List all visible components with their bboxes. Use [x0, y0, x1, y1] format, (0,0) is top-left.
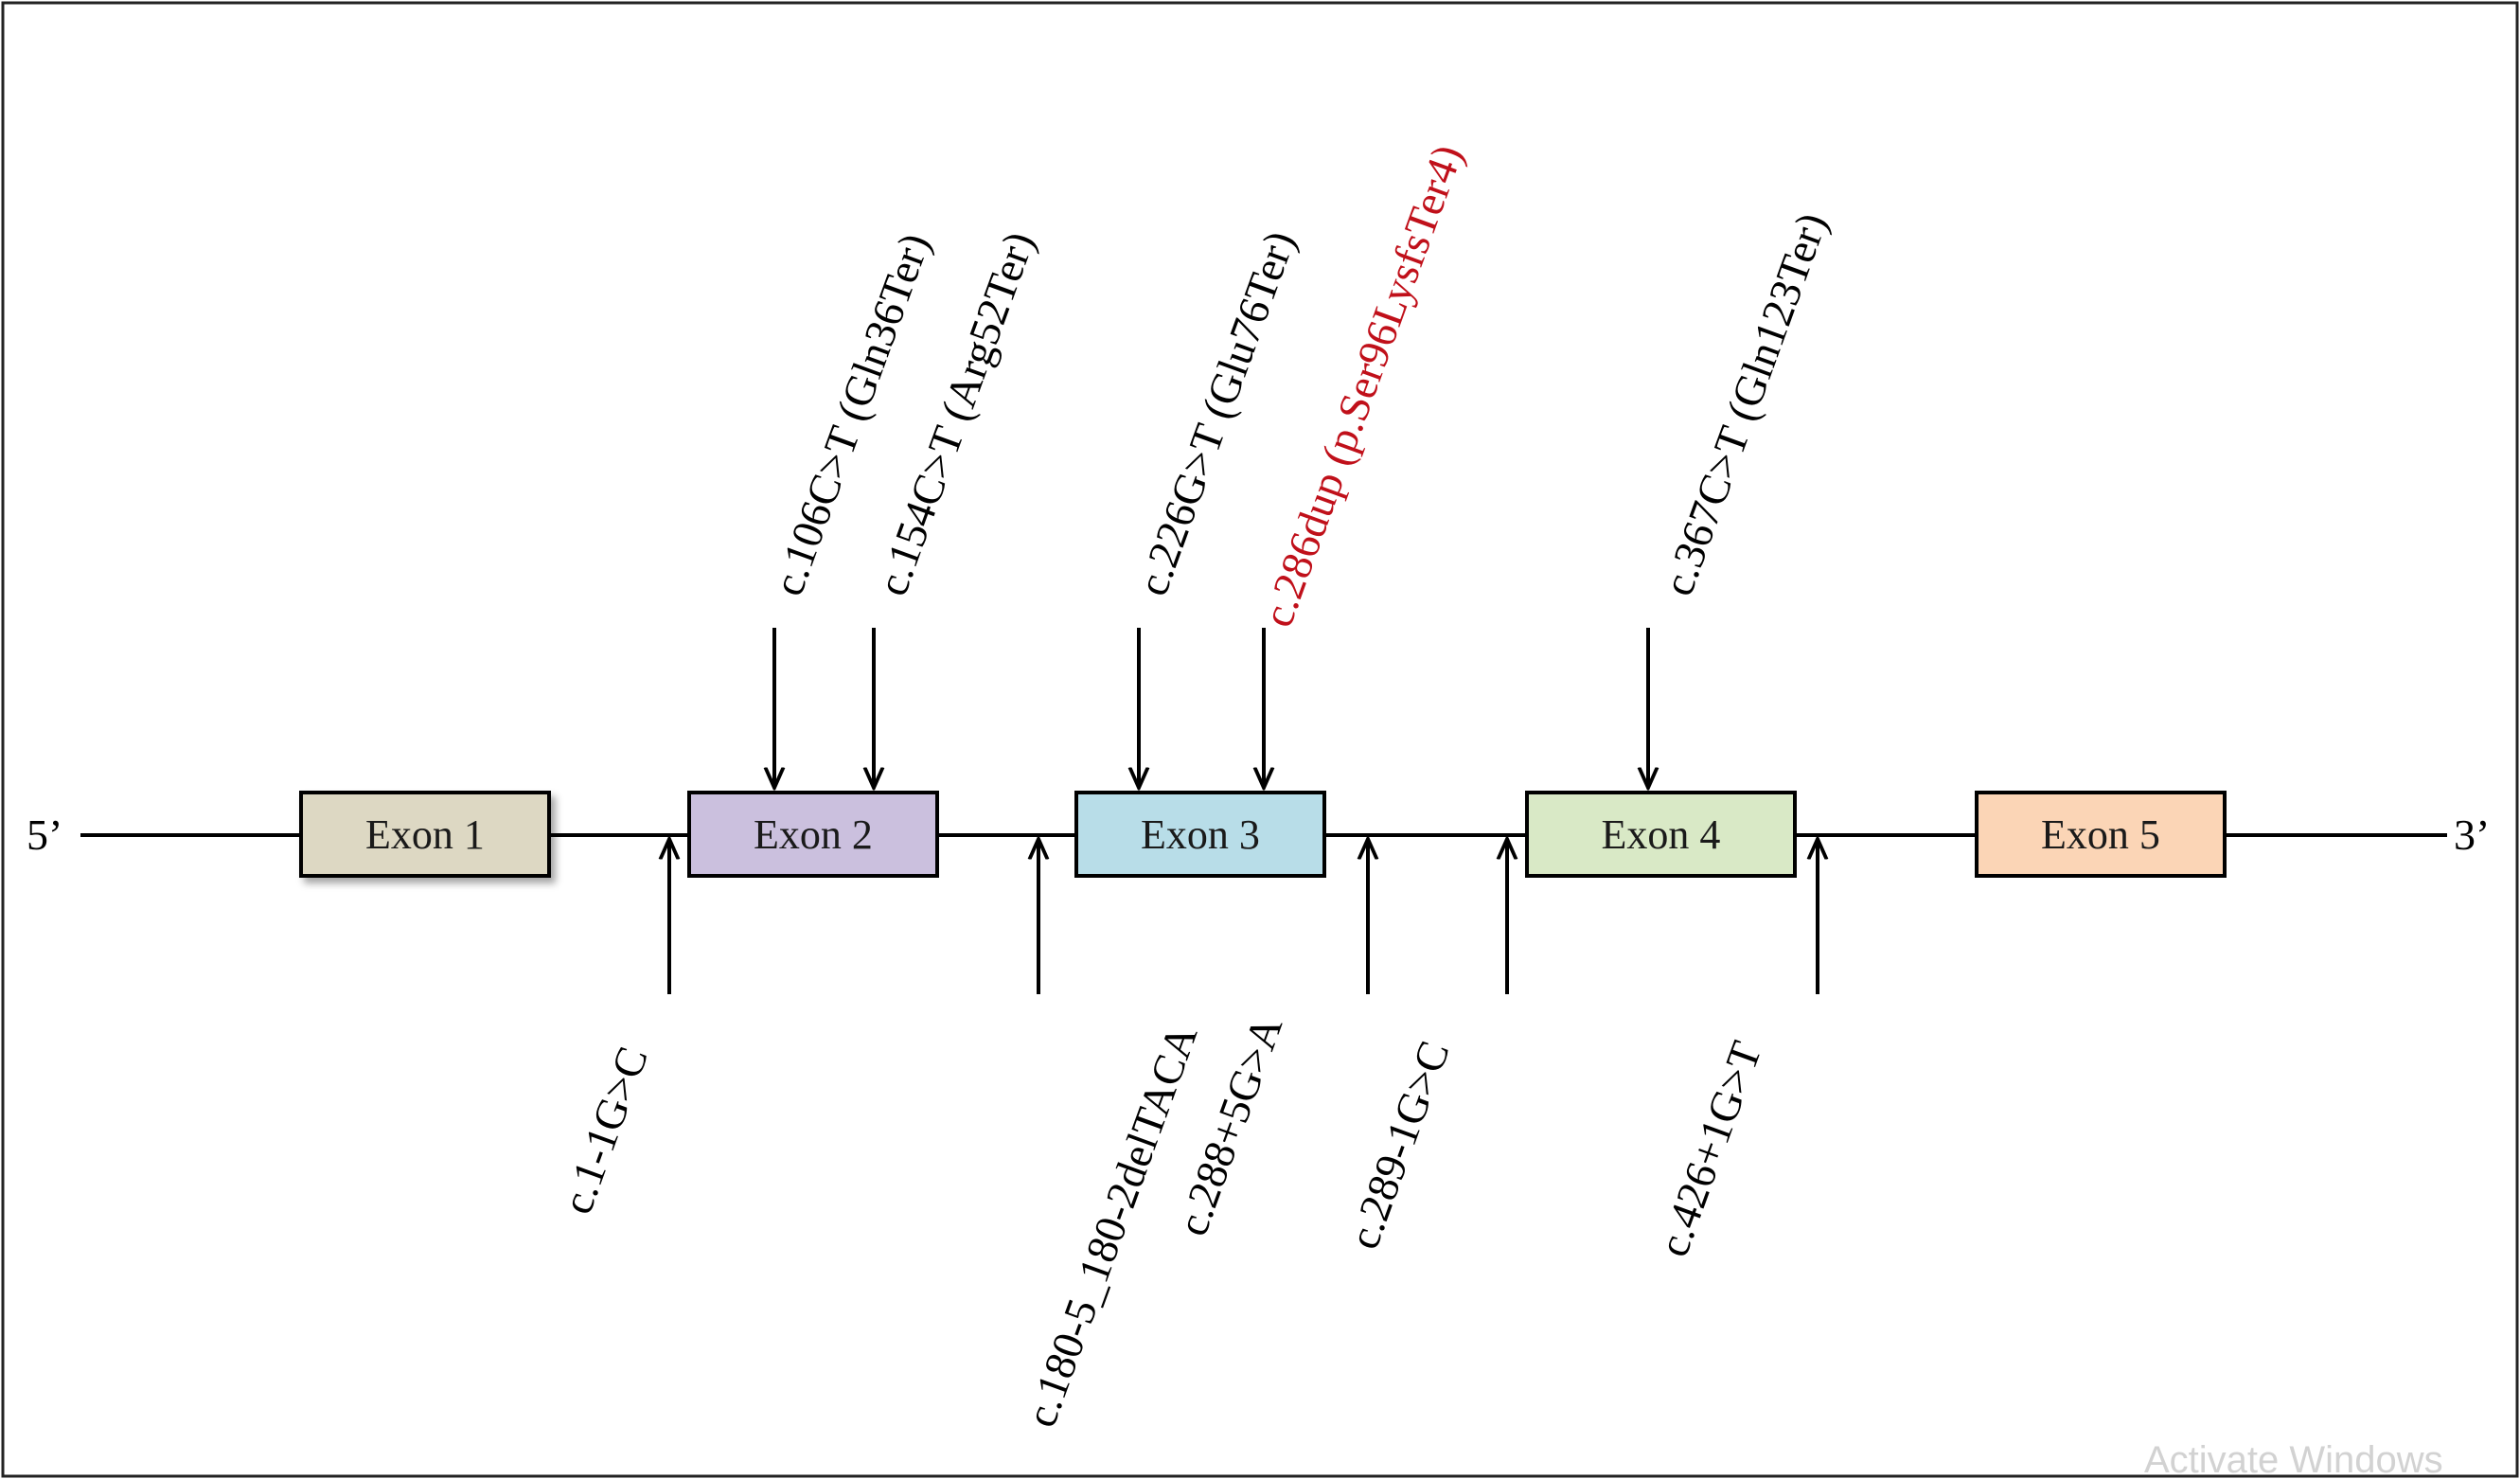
exon-2: Exon 2 [687, 791, 939, 878]
exon-label: Exon 1 [365, 811, 485, 858]
exon-3: Exon 3 [1074, 791, 1326, 878]
exon-box [687, 791, 939, 878]
exon-label: Exon 5 [2041, 811, 2160, 858]
exon-5: Exon 5 [1975, 791, 2227, 878]
exon-box [1074, 791, 1326, 878]
five-prime-label: 5’ [27, 811, 62, 859]
variant-arrows [669, 628, 1818, 994]
exon-group: Exon 1 Exon 2 Exon 3 Exon 4 Exon 5 [299, 791, 2227, 878]
exon-4: Exon 4 [1525, 791, 1797, 878]
exon-label: Exon 3 [1141, 811, 1260, 858]
exon-box [1525, 791, 1797, 878]
exon-label: Exon 4 [1602, 811, 1721, 858]
watermark-text: Activate Windows [2144, 1439, 2443, 1479]
exon-box [299, 791, 551, 878]
exon-box [1975, 791, 2227, 878]
exon-1: Exon 1 [299, 791, 551, 878]
three-prime-label: 3’ [2454, 811, 2490, 859]
exon-label: Exon 2 [754, 811, 873, 858]
